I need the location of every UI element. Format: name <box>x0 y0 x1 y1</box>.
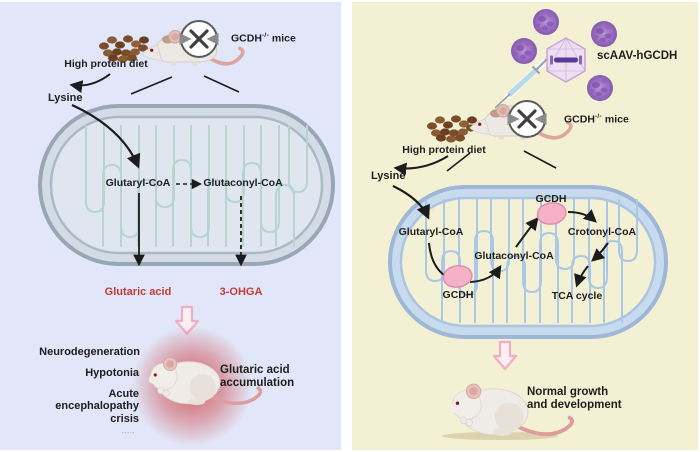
high-protein-diet-label: High protein diet <box>402 144 486 156</box>
mice-suffix: mice <box>601 113 629 126</box>
mice-suffix: mice <box>268 32 296 45</box>
lysine-label: Lysine <box>371 170 406 182</box>
knockout-superscript: -/- <box>261 32 269 39</box>
tca-cycle-label: TCA cycle <box>551 290 603 302</box>
glutaconyl-coa-label: Glutaconyl-CoA <box>203 177 283 189</box>
knockout-cross-circle-icon <box>181 21 217 57</box>
normal-growth-label: Normal growth and development <box>527 386 622 411</box>
gcdh-enzyme-label: GCDH <box>535 193 567 205</box>
glutaconyl-coa-label: Glutaconyl-CoA <box>474 250 554 262</box>
ground-shadow <box>442 432 558 440</box>
mitochondrion-left <box>38 104 335 266</box>
encephalopathy-label: Acute encephalopathy crisis <box>55 388 139 425</box>
glutaric-acid-label: Glutaric acid <box>104 286 172 298</box>
aav-virus-particle-icon <box>533 9 559 35</box>
gcdh-enzyme-icon <box>442 265 473 288</box>
outcome-arrow-icon <box>492 340 518 371</box>
scaav-hgcdh-label: scAAV-hGCDH <box>597 50 678 62</box>
gcdh-enzyme-icon <box>536 202 567 225</box>
hypotonia-label: Hypotonia <box>85 367 139 379</box>
crotonyl-coa-label: Crotonyl-CoA <box>567 226 637 238</box>
watermark-dashes: ----- <box>122 430 136 436</box>
high-protein-diet-label: High protein diet <box>64 58 148 70</box>
lysine-label: Lysine <box>48 92 83 104</box>
gcdh-mice-label: GCDH-/- mice <box>564 113 629 126</box>
three-ohga-label: 3-OHGA <box>219 286 263 298</box>
right-arrows <box>392 150 609 288</box>
glutaric-accumulation-label: Glutaric acid accumulation <box>220 364 295 389</box>
aav-capsid-icon <box>546 37 586 83</box>
left-arrows <box>69 73 247 267</box>
aav-virus-particle-icon <box>591 21 617 47</box>
knockout-cross-circle-icon <box>509 101 545 137</box>
knockout-superscript: -/- <box>594 113 602 120</box>
neurodegeneration-label: Neurodegeneration <box>39 346 140 358</box>
glutaryl-coa-label: Glutaryl-CoA <box>105 177 171 189</box>
glutaryl-coa-label: Glutaryl-CoA <box>398 226 464 238</box>
aav-virus-particle-icon <box>587 75 613 101</box>
gene-name: GCDH <box>231 32 262 45</box>
gcdh-mice-label: GCDH-/- mice <box>231 32 296 45</box>
mitochondrion-right <box>388 185 668 339</box>
gcdh-enzyme-label: GCDH <box>442 289 474 301</box>
syringe-icon <box>494 58 548 109</box>
gene-name: GCDH <box>564 113 595 126</box>
food-pellets-icon <box>427 115 477 143</box>
aav-virus-particle-icon <box>511 38 537 64</box>
